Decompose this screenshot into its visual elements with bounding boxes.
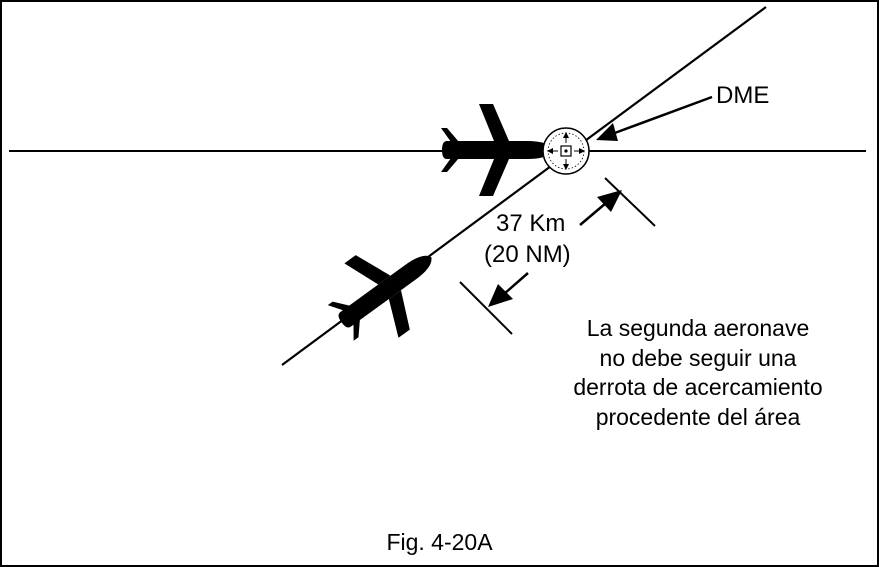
note-line: procedente del área xyxy=(595,403,801,430)
distance-arrow-upper-head xyxy=(597,190,622,212)
dme-pointer-line xyxy=(611,95,713,136)
distance-arrow-lower-shaft xyxy=(503,272,529,295)
distance-nm-label: (20 NM) xyxy=(484,241,571,268)
dme-beacon-icon xyxy=(542,127,590,175)
dme-label: DME xyxy=(716,82,770,109)
distance-tick-upper xyxy=(604,177,656,227)
note-text: La segunda aeronave no debe seguir una d… xyxy=(520,314,876,432)
dme-pointer-arrowhead xyxy=(596,123,618,141)
figure-caption: Fig. 4-20A xyxy=(386,529,493,555)
aircraft-icon xyxy=(313,219,459,361)
distance-tick-lower xyxy=(459,281,513,335)
note-line: no debe seguir una xyxy=(599,344,797,371)
aircraft-icon xyxy=(441,104,553,196)
note-line: La segunda aeronave xyxy=(586,315,810,341)
distance-km-label: 37 Km xyxy=(496,210,566,237)
note-line: derrota de acercamiento xyxy=(573,374,823,400)
distance-arrow-upper-shaft xyxy=(579,202,607,226)
distance-arrow-lower-head xyxy=(488,284,513,307)
